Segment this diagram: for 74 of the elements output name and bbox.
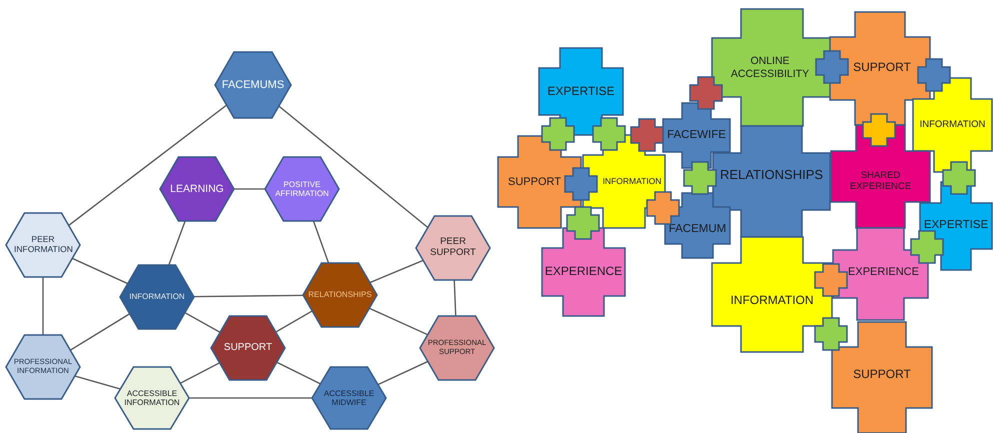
cross-node [832,322,932,433]
hexagon-node [420,316,494,380]
hexagon-node [215,52,291,118]
hexagon-node [416,216,490,280]
node-label: INFORMATION [730,294,814,308]
node-label: FACEMUM [668,222,726,236]
hexagon-node [312,367,386,429]
connector-line [234,188,265,190]
cross-shape [684,162,716,194]
connector-line [275,310,313,333]
hexagon-node [303,263,377,327]
node-label: EXPERIENCE [848,266,919,278]
node-label: ACCESSIBLE INFORMATION [123,388,181,408]
connector-line [370,260,424,284]
node-label: LEARNING [170,182,224,196]
hexagon-node [6,213,80,277]
connector-line [454,280,456,316]
cross-shape [690,77,722,109]
node-label: EXPERTISE [924,219,988,233]
node-label: SUPPORT [853,368,911,382]
node-label: SUPPORT [853,60,911,74]
hexagon-node [115,367,189,429]
connector-line [42,277,44,335]
node-label: POSITIVE AFFIRMATION [274,180,330,198]
cross-shape [647,192,679,224]
cross-shape [631,119,663,151]
node-label: SHARED EXPERIENCE [848,170,912,192]
cross-shape [567,207,599,239]
cross-shape [815,264,847,296]
hexagon-node [6,335,80,399]
node-label: PEER SUPPORT [429,237,477,259]
connector-line [168,220,186,266]
connector-line [276,362,321,384]
node-label: EXPERIENCE [544,265,622,279]
node-label: INFORMATION [602,176,662,186]
node-label: SUPPORT [508,176,561,188]
node-label: SUPPORT [224,342,272,354]
node-label: RELATIONSHIPS [720,168,824,183]
node-label: RELATIONSHIPS [308,290,372,300]
cross-shape [943,162,975,194]
connector-line [378,360,428,386]
node-label: ACCESSIBLE MIDWIFE [322,388,376,408]
connector-line [369,308,428,336]
cross-shape [816,51,848,83]
connector-line [184,312,220,333]
hexagon-node [120,265,194,329]
node-label: EXPERTISE [547,84,615,98]
connector-line [68,104,227,226]
node-label: PEER INFORMATION [14,235,72,255]
cross-node [542,228,625,316]
connector-line [70,313,130,351]
node-label: FACEMUMS [222,78,284,92]
node-label: INFORMATION [920,120,986,130]
cross-shape [815,318,847,350]
connector-line [312,220,330,264]
cross-shape [863,114,895,146]
connector-line [278,106,428,228]
connector-line [180,362,220,384]
cross-shape [918,59,950,91]
hexagon-node [211,316,285,380]
node-label: FACEWIFE [667,128,726,142]
cross-shape [911,231,943,263]
cross-shape [593,118,625,150]
hexagon-node [265,157,339,221]
cross-shape [542,118,574,150]
cross-node [712,237,832,352]
node-label: INFORMATION [129,292,185,302]
connector-line [194,294,304,298]
connector-line [189,397,312,399]
connector-line [74,375,121,390]
cross-shape [565,168,597,200]
hexagon-node [160,157,234,221]
connector-line [72,258,128,284]
node-label: ONLINE ACCESSIBILITY [730,55,810,80]
